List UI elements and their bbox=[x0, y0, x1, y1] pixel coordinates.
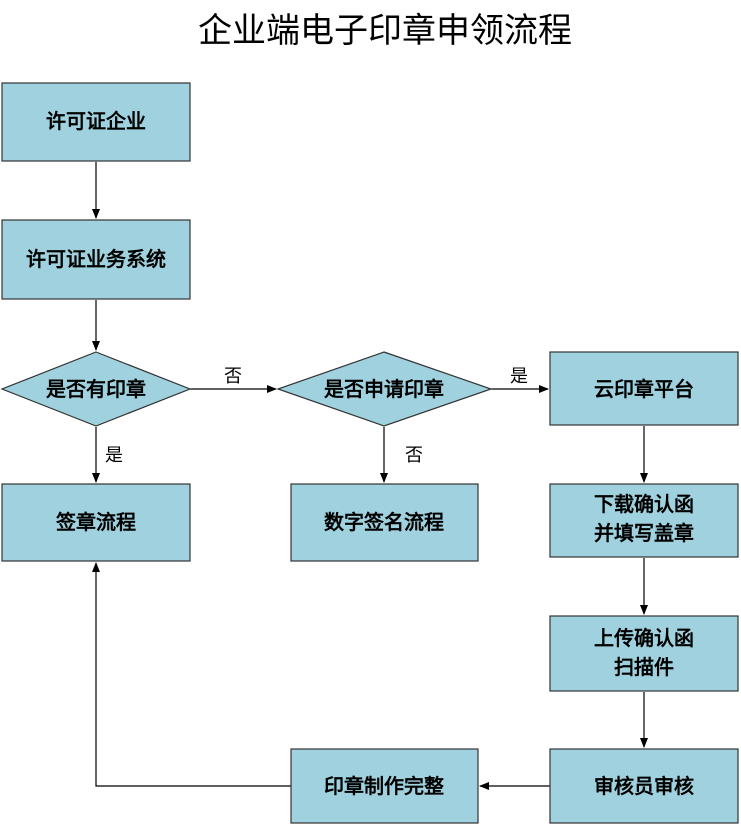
node-reviewer: 审核员审核 bbox=[549, 748, 739, 824]
node-label: 云印章平台 bbox=[594, 377, 694, 401]
node-label: 数字签名流程 bbox=[324, 510, 444, 534]
edge-label-apply-yes: 是 bbox=[510, 366, 528, 387]
edge-done-to-sign-flow bbox=[92, 562, 291, 787]
node-seal-done: 印章制作完整 bbox=[290, 748, 479, 824]
node-label-line-1: 上传确认函 bbox=[594, 626, 694, 650]
node-label: 许可证业务系统 bbox=[26, 247, 166, 271]
page-title: 企业端电子印章申领流程 bbox=[198, 11, 572, 51]
node-label: 签章流程 bbox=[55, 510, 136, 534]
node-label: 审核员审核 bbox=[594, 774, 694, 798]
node-digital-sign: 数字签名流程 bbox=[290, 483, 479, 562]
node-sign-flow: 签章流程 bbox=[1, 483, 191, 562]
connectors bbox=[92, 162, 648, 790]
node-download-confirm: 下载确认函 并填写盖章 bbox=[549, 483, 739, 558]
node-label: 印章制作完整 bbox=[324, 774, 444, 798]
edge-label-apply-no: 否 bbox=[405, 445, 423, 466]
node-label-line-2: 并填写盖章 bbox=[594, 521, 694, 545]
node-cloud-platform: 云印章平台 bbox=[549, 351, 739, 426]
node-label-line-2: 扫描件 bbox=[614, 655, 674, 679]
decision-label: 是否有印章 bbox=[45, 377, 146, 401]
node-permit-system: 许可证业务系统 bbox=[1, 219, 191, 300]
node-permit-enterprise: 许可证企业 bbox=[1, 82, 191, 162]
decision-apply-seal: 是否申请印章 bbox=[276, 351, 493, 427]
edge-label-has-seal-yes: 是 bbox=[105, 445, 123, 466]
node-label-line-1: 下载确认函 bbox=[594, 492, 694, 516]
decision-has-seal: 是否有印章 bbox=[0, 351, 192, 427]
node-upload-confirm: 上传确认函 扫描件 bbox=[549, 615, 739, 692]
decision-label: 是否申请印章 bbox=[323, 377, 444, 401]
edge-label-has-seal-no: 否 bbox=[224, 366, 242, 387]
node-label: 许可证企业 bbox=[46, 109, 146, 133]
